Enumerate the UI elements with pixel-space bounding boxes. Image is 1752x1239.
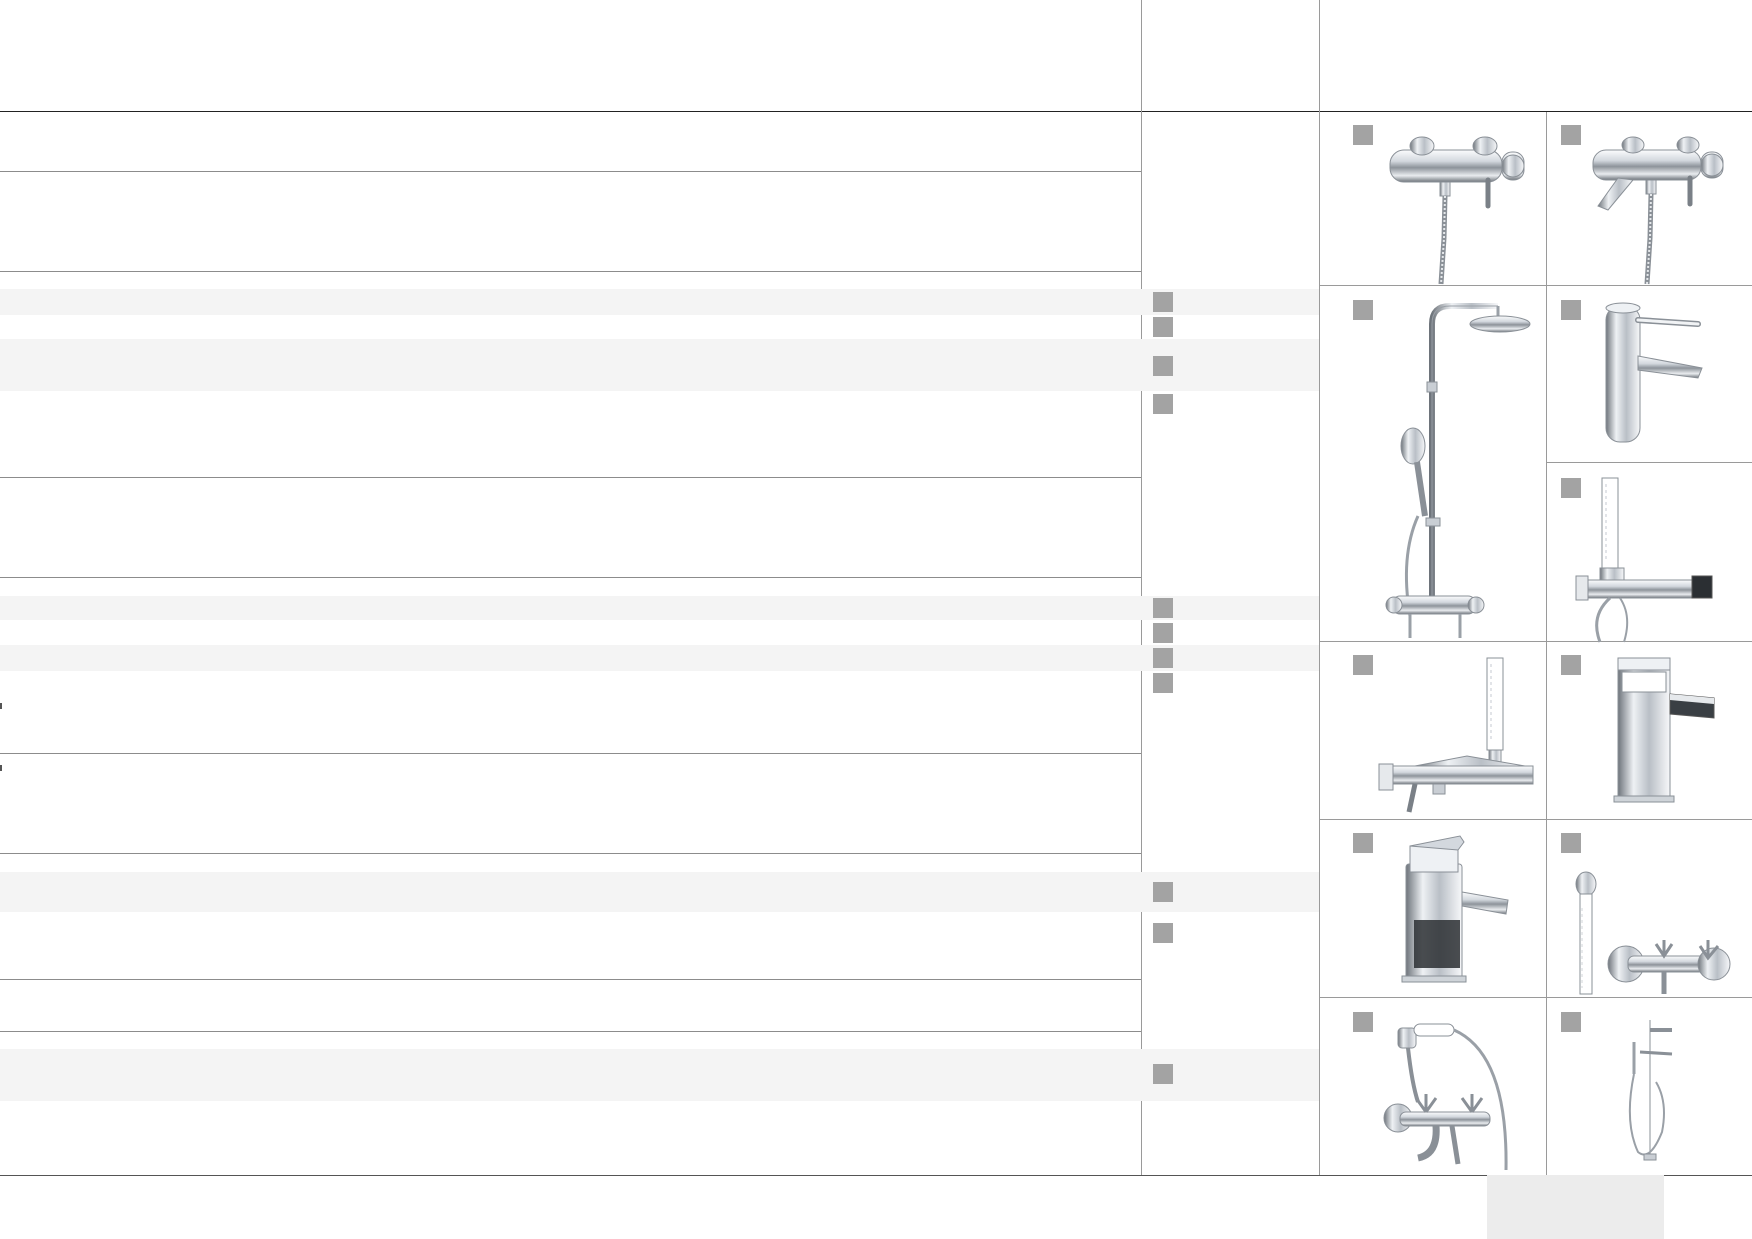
traditional-bath-mixer-icon (1383, 1023, 1508, 1171)
image-marker (1353, 1012, 1373, 1032)
image-grid-rule (1319, 819, 1752, 820)
image-grid-rule (1546, 462, 1752, 463)
margin-tick (0, 703, 2, 709)
header-bottom-rule (0, 111, 1752, 112)
waterfall-basin-mixer-icon (1613, 657, 1715, 803)
image-marker (1561, 1012, 1581, 1032)
code-marker (1153, 598, 1173, 618)
thermostatic-bath-mixer-icon (1592, 136, 1724, 285)
freestanding-bath-mixer-icon (1628, 1020, 1673, 1161)
code-marker (1153, 356, 1173, 376)
code-marker (1153, 394, 1173, 414)
image-marker (1353, 833, 1373, 853)
shaded-row (0, 339, 1319, 391)
column-divider-1 (1141, 0, 1142, 1175)
code-marker (1153, 673, 1173, 693)
code-marker (1153, 317, 1173, 337)
shaded-row (0, 289, 1319, 315)
row-rule (0, 271, 1141, 272)
code-marker (1153, 1064, 1173, 1084)
image-marker (1561, 478, 1581, 498)
shaded-row (0, 1049, 1319, 1101)
row-rule (0, 477, 1141, 478)
waterfall-bath-mixer-icon (1378, 657, 1534, 813)
code-marker (1153, 292, 1173, 312)
column-divider-2 (1319, 0, 1320, 1175)
image-marker (1353, 655, 1373, 675)
row-rule (0, 853, 1141, 854)
shaded-row (0, 645, 1319, 671)
image-marker (1561, 125, 1581, 145)
code-marker (1153, 648, 1173, 668)
page-number-box (1487, 1175, 1664, 1239)
shaded-row (0, 596, 1319, 620)
thermostatic-shower-mixer-icon (1389, 136, 1525, 285)
row-rule (0, 753, 1141, 754)
row-rule (0, 577, 1141, 578)
shaded-row (0, 872, 1319, 912)
code-marker (1153, 882, 1173, 902)
image-marker (1353, 300, 1373, 320)
row-rule (0, 979, 1141, 980)
code-marker (1153, 623, 1173, 643)
margin-tick (0, 765, 2, 771)
image-marker (1561, 655, 1581, 675)
column-divider-3 (1546, 112, 1547, 1175)
image-grid-rule (1319, 997, 1752, 998)
image-marker (1561, 833, 1581, 853)
image-marker (1561, 300, 1581, 320)
square-shower-mixer-icon (1575, 477, 1713, 643)
traditional-shower-mixer-icon (1575, 871, 1731, 995)
square-basin-mixer-icon (1401, 835, 1509, 983)
image-marker (1353, 125, 1373, 145)
row-rule (0, 171, 1141, 172)
shower-column-icon (1385, 303, 1531, 638)
image-grid-rule (1319, 641, 1752, 642)
row-rule (0, 1031, 1141, 1032)
basin-mixer-icon (1605, 302, 1703, 443)
image-grid-rule (1319, 285, 1752, 286)
code-marker (1153, 923, 1173, 943)
footer-top-rule (0, 1175, 1752, 1176)
